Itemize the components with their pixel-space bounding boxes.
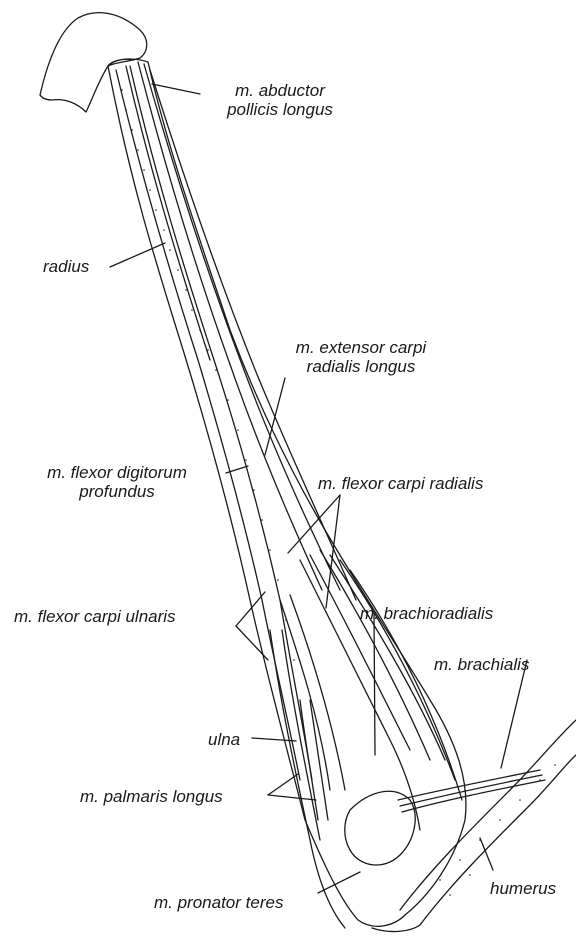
label-flexor-carpi-radialis: m. flexor carpi radialis xyxy=(318,474,483,493)
pronator-teres-shape xyxy=(345,791,415,865)
label-abductor-pollicis-longus: m. abductor pollicis longus xyxy=(200,81,360,119)
label-pronator-teres: m. pronator teres xyxy=(154,893,283,912)
label-brachioradialis: m. brachioradialis xyxy=(360,604,493,623)
label-extensor-carpi-radialis-longus: m. extensor carpi radialis longus xyxy=(276,338,446,376)
label-radius: radius xyxy=(43,257,89,276)
hand-stump xyxy=(40,13,147,112)
label-humerus: humerus xyxy=(490,879,556,898)
label-ulna: ulna xyxy=(208,730,240,749)
label-flexor-carpi-ulnaris: m. flexor carpi ulnaris xyxy=(14,607,176,626)
label-flexor-digitorum-profundus: m. flexor digitorum profundus xyxy=(10,463,224,501)
label-brachialis: m. brachialis xyxy=(434,655,529,674)
label-palmaris-longus: m. palmaris longus xyxy=(80,787,223,806)
